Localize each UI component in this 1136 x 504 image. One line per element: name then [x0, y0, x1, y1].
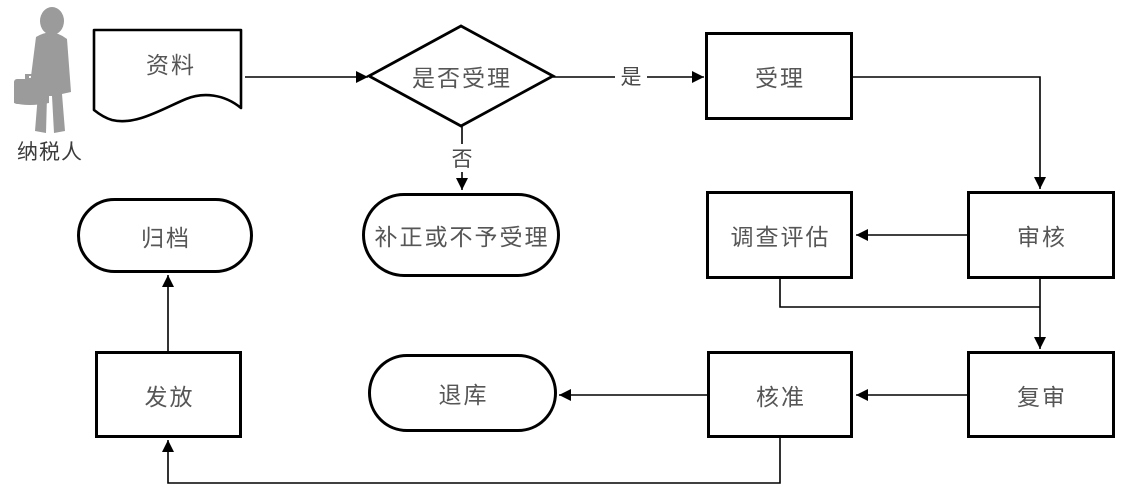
- node-decision-label: 是否受理: [412, 66, 512, 91]
- node-archive: 归档: [77, 198, 253, 273]
- edge-label-yes: 是: [615, 62, 647, 90]
- connector-investigate-join: [779, 279, 1040, 308]
- node-materials-label: 资料: [146, 53, 196, 78]
- node-investigate-evaluate-label: 调查评估: [730, 225, 831, 250]
- node-approve-label: 核准: [756, 384, 806, 410]
- node-correct-or-reject: 补正或不予受理: [362, 193, 560, 277]
- node-accept: 受理: [705, 32, 853, 120]
- connector-approve-to-issue: [162, 438, 781, 484]
- node-review-label: 审核: [1017, 225, 1067, 250]
- edge-label-no: 否: [448, 144, 476, 172]
- node-approve: 核准: [707, 351, 853, 438]
- node-investigate-evaluate: 调查评估: [706, 191, 853, 279]
- node-review: 审核: [967, 191, 1115, 279]
- node-re-review: 复审: [967, 351, 1115, 438]
- document-shape: [92, 28, 243, 123]
- node-re-review-label: 复审: [1017, 384, 1067, 410]
- decision-diamond: [366, 24, 556, 128]
- node-refund-label: 退库: [438, 383, 489, 408]
- node-issue-label: 发放: [144, 384, 195, 410]
- taxpayer-icon: [14, 7, 71, 133]
- node-accept-label: 受理: [755, 66, 805, 91]
- node-correct-or-reject-label: 补正或不予受理: [374, 225, 550, 250]
- node-archive-label: 归档: [141, 225, 191, 251]
- connector-accept-to-review: [853, 76, 1046, 189]
- taxpayer-label: 纳税人: [17, 140, 83, 164]
- node-refund: 退库: [368, 354, 557, 432]
- node-issue: 发放: [95, 351, 242, 438]
